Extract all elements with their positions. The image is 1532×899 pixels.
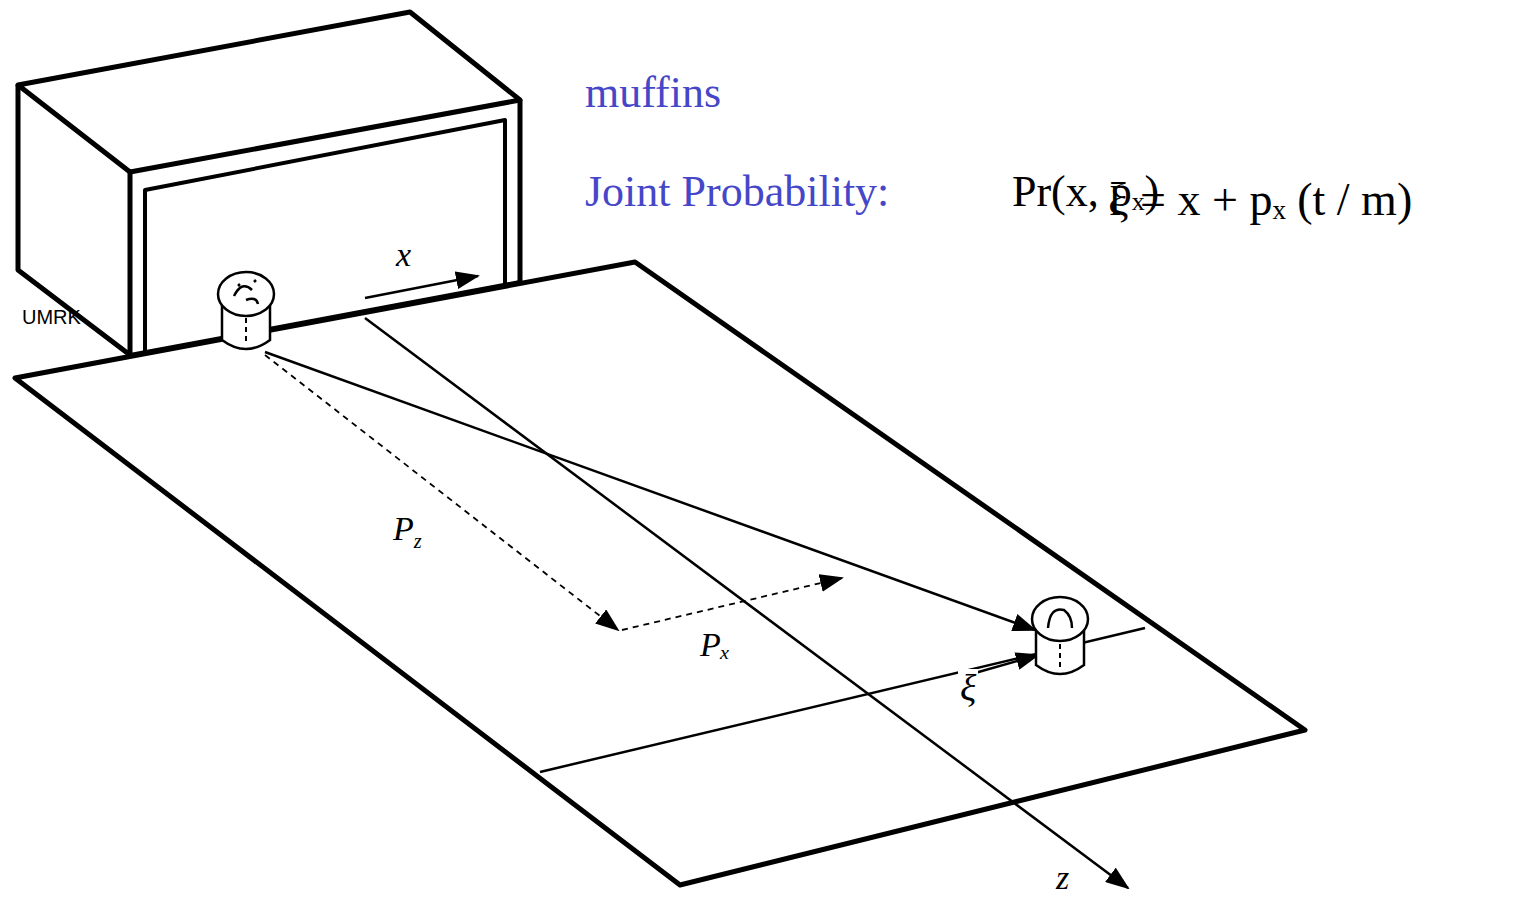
- xi-arrow: [975, 655, 1038, 673]
- vector-label: Pₓ: [700, 628, 730, 662]
- axis-label: x: [396, 238, 411, 272]
- oven-base: [130, 282, 520, 355]
- axis-label: ξ: [958, 669, 978, 707]
- title-label: muffins: [585, 71, 721, 115]
- px-vector: [622, 578, 842, 630]
- muffin: [1032, 597, 1088, 674]
- trajectory: [265, 352, 1035, 630]
- x-arrow: [365, 276, 478, 298]
- axis-label: z: [1056, 861, 1069, 895]
- formula-label: ξ = x + pₓ (t / m): [1108, 177, 1412, 223]
- oven: [18, 12, 520, 355]
- z-axis: [365, 318, 1128, 888]
- landing-line: [540, 628, 1145, 772]
- pz-vector: [265, 355, 618, 630]
- oven-label: UMRK: [22, 306, 126, 329]
- vector-label: Pz: [393, 512, 422, 551]
- muffin: [218, 272, 274, 349]
- caption-label: Joint Probability:: [585, 170, 889, 214]
- floor-plane: [15, 262, 1305, 885]
- oven-side: UMRK: [22, 306, 126, 336]
